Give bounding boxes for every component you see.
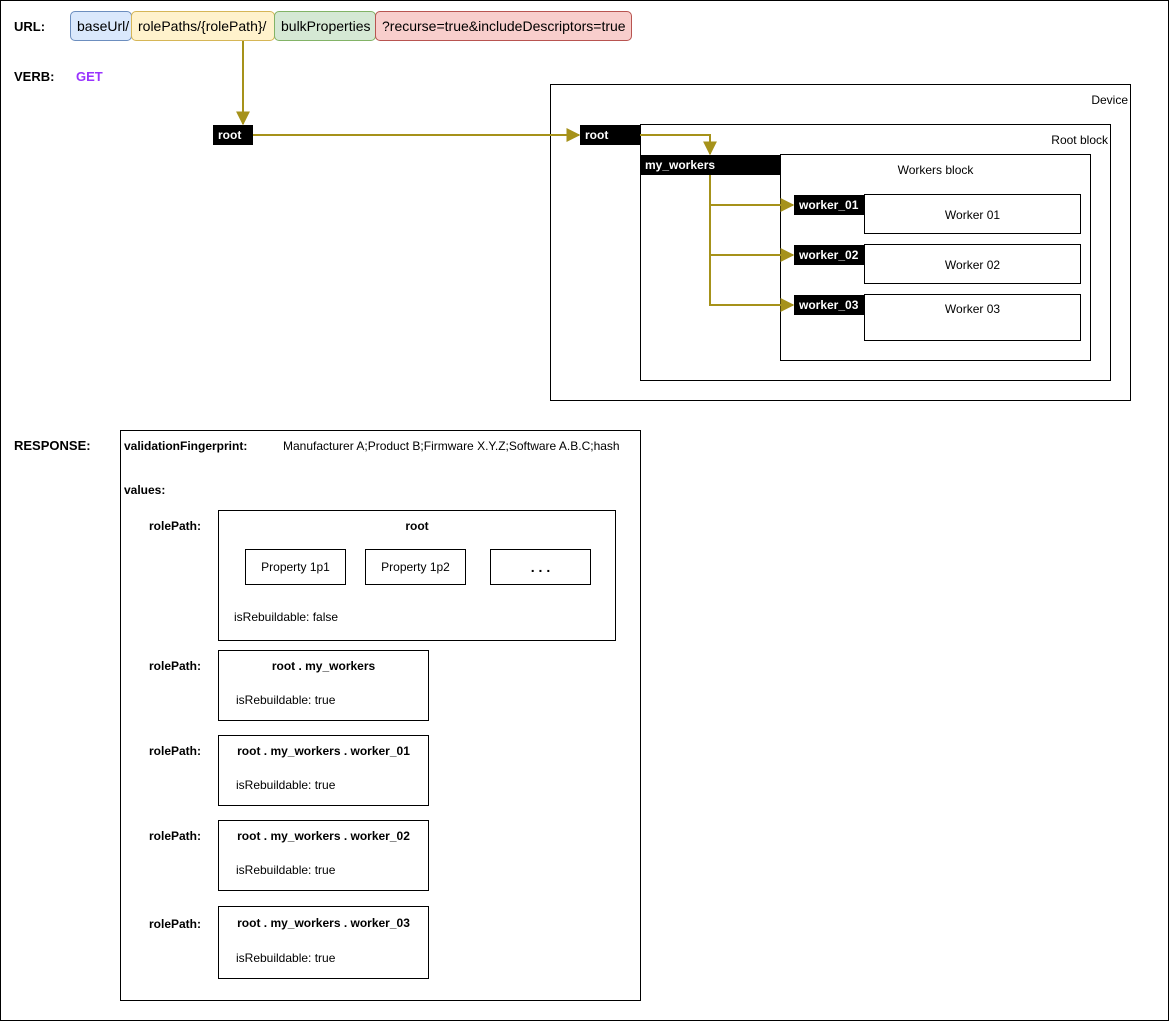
- my-workers-to-worker-03-arrow: [709, 175, 795, 312]
- rolepath-key: rolePath:: [149, 917, 202, 931]
- rolepath-key: rolePath:: [149, 519, 202, 533]
- fingerprint-key: validationFingerprint:: [124, 439, 248, 453]
- rolepath-entry-worker-01: root . my_workers . worker_01 isRebuilda…: [218, 735, 429, 806]
- my-workers-to-worker-02-arrow: [709, 175, 795, 262]
- url-label: URL:: [14, 19, 46, 34]
- rolepath-key: rolePath:: [149, 659, 202, 673]
- worker-02-box: Worker 02: [864, 244, 1081, 284]
- property-1p2-box: Property 1p2: [365, 549, 466, 585]
- rolepath-entry-title: root . my_workers . worker_01: [237, 744, 410, 758]
- verb-value: GET: [76, 69, 103, 84]
- worker-01-box: Worker 01: [864, 194, 1081, 234]
- rolepath-entry-my-workers: root . my_workers isRebuildable: true: [218, 650, 429, 721]
- device-title: Device: [1091, 93, 1128, 107]
- my-workers-to-worker-01-arrow: [709, 175, 795, 212]
- worker-03-tag: worker_03: [794, 295, 864, 315]
- rolepath-entry-worker-03: root . my_workers . worker_03 isRebuilda…: [218, 906, 429, 979]
- rolepath-key: rolePath:: [149, 829, 202, 843]
- rolepath-entry-root: root Property 1p1 Property 1p2 . . . isR…: [218, 510, 616, 641]
- url-segment-bulkproperties: bulkProperties: [274, 11, 376, 41]
- rebuildable-text: isRebuildable: true: [236, 778, 336, 792]
- root-block-title: Root block: [1051, 133, 1108, 147]
- rolepath-entry-title: root . my_workers . worker_02: [237, 829, 410, 843]
- rebuildable-text: isRebuildable: true: [236, 951, 336, 965]
- rebuildable-text: isRebuildable: false: [234, 610, 339, 624]
- my-workers-tag: my_workers: [640, 155, 780, 175]
- rolepath-key: rolePath:: [149, 744, 202, 758]
- more-properties-box: . . .: [490, 549, 591, 585]
- workers-block-title: Workers block: [897, 163, 974, 177]
- fingerprint-value: Manufacturer A;Product B;Firmware X.Y.Z;…: [283, 439, 620, 453]
- device-root-tag: root: [580, 125, 640, 145]
- response-label: RESPONSE:: [14, 438, 91, 453]
- url-segment-baseurl: baseUrl/: [70, 11, 132, 41]
- worker-02-tag: worker_02: [794, 245, 864, 265]
- rebuildable-text: isRebuildable: true: [236, 693, 336, 707]
- rolepath-entry-title: root . my_workers: [271, 659, 376, 673]
- rolepath-entry-title: root . my_workers . worker_03: [237, 916, 410, 930]
- url-segment-query: ?recurse=true&includeDescriptors=true: [375, 11, 632, 41]
- worker-03-box: Worker 03: [864, 294, 1081, 341]
- root-to-my-workers-arrow: [640, 134, 717, 156]
- rebuildable-text: isRebuildable: true: [236, 863, 336, 877]
- worker-01-tag: worker_01: [794, 195, 864, 215]
- values-key: values:: [124, 483, 166, 497]
- verb-label: VERB:: [14, 69, 55, 84]
- rolepath-entry-title: root: [405, 519, 429, 533]
- property-1p1-box: Property 1p1: [245, 549, 346, 585]
- rolepath-entry-worker-02: root . my_workers . worker_02 isRebuilda…: [218, 820, 429, 891]
- request-root-tag: root: [213, 125, 253, 145]
